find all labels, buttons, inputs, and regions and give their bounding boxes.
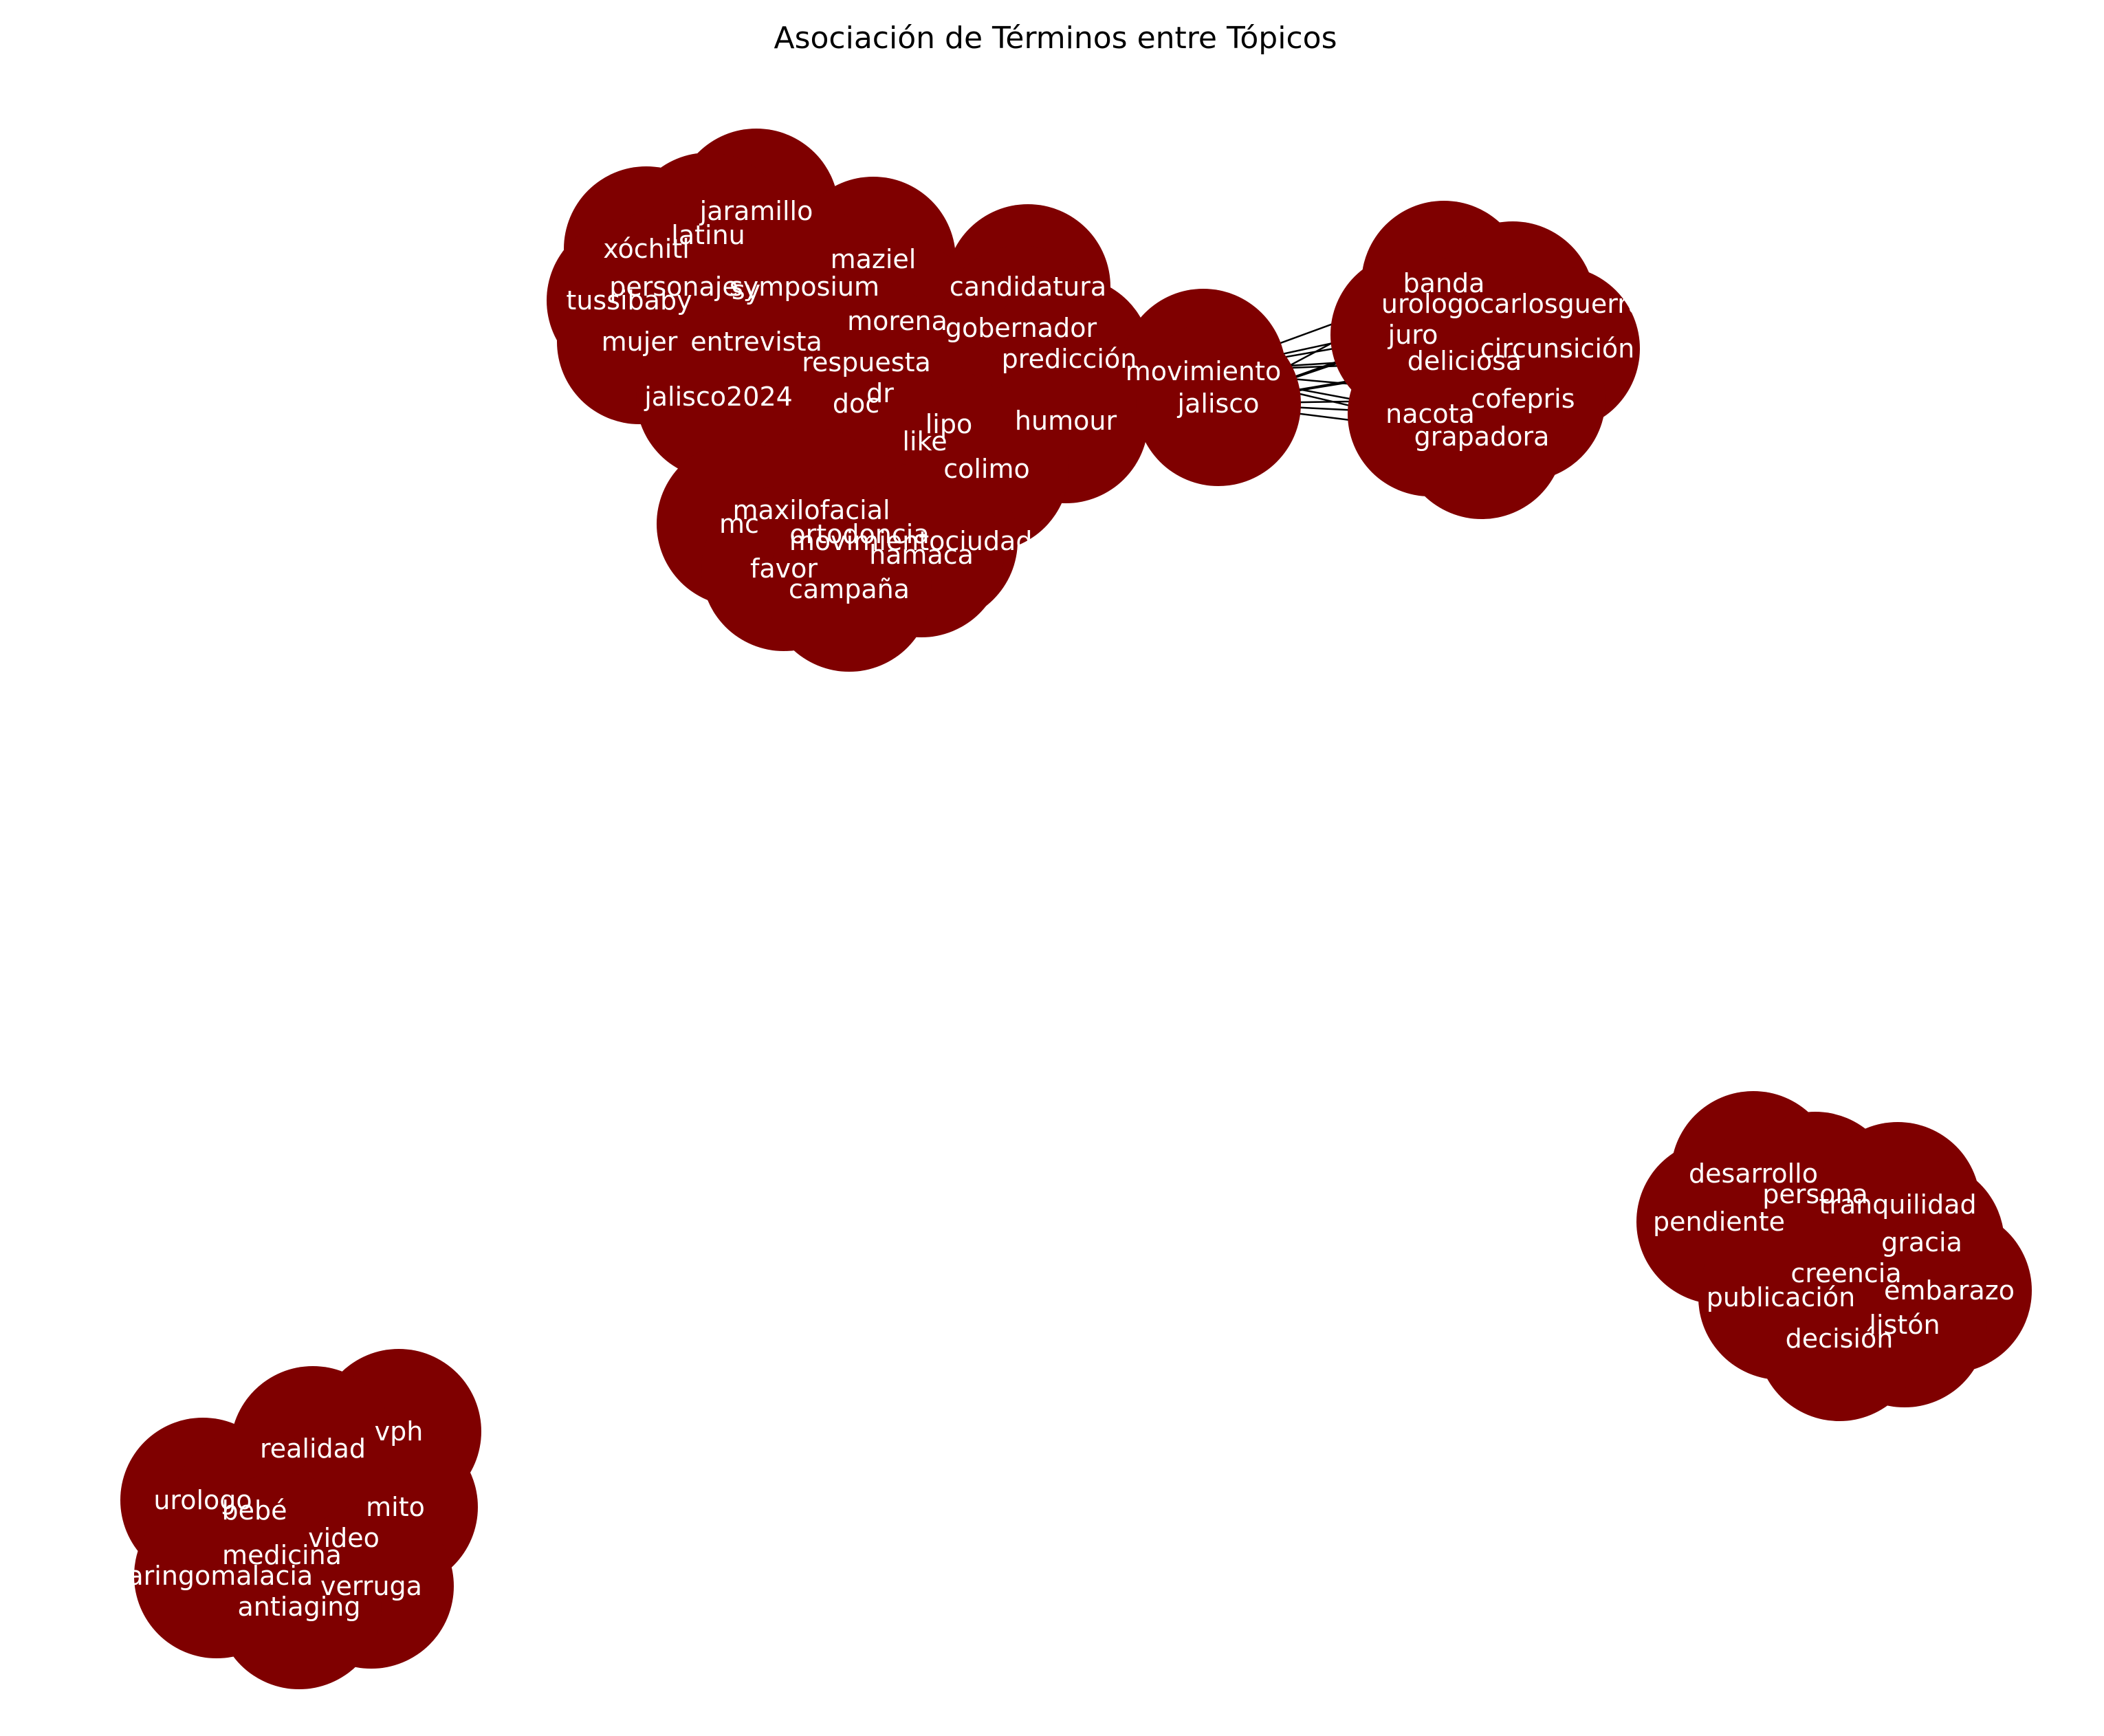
- node-label-4-2: urologo: [153, 1485, 252, 1515]
- node-0-16: [636, 314, 801, 479]
- node-label-3-2: tranquilidad: [1819, 1189, 1976, 1220]
- node-2-7: [1399, 354, 1564, 519]
- node-label-0-16: jalisco2024: [644, 382, 793, 412]
- node-label-0-25: movimientociudadano: [789, 526, 1081, 556]
- node-label-0-15: dr: [866, 378, 894, 408]
- node-label-0-12: entrevista: [690, 327, 822, 357]
- node-label-0-5: sy: [732, 275, 760, 305]
- node-label-3-6: embarazo: [1884, 1275, 2015, 1306]
- node-label-0-8: tussibaby: [566, 285, 692, 316]
- node-label-3-5: creencia: [1790, 1258, 1901, 1288]
- chart-title: Asociación de Términos entre Tópicos: [774, 21, 1337, 56]
- node-label-0-13: predicción: [1002, 344, 1137, 374]
- node-label-2-2: juro: [1388, 320, 1438, 350]
- node-label-0-4: personaje: [609, 272, 738, 302]
- node-label-4-4: bebé: [222, 1495, 287, 1526]
- node-label-3-9: decisión: [1786, 1323, 1894, 1354]
- node-label-0-20: like: [902, 426, 947, 457]
- node-label-0-19: humour: [1015, 406, 1117, 436]
- node-3-9: [1757, 1256, 1922, 1421]
- node-0-28: [767, 507, 932, 672]
- node-label-3-0: desarrollo: [1689, 1158, 1818, 1189]
- node-label-2-5: cofepris: [1471, 384, 1575, 414]
- nodes-layer: [120, 129, 2032, 1689]
- node-label-0-18: lipo: [925, 409, 973, 439]
- node-label-0-22: maxilofacial: [732, 495, 890, 525]
- node-label-1-0: movimiento: [1126, 356, 1282, 386]
- node-label-4-9: antiaging: [238, 1592, 361, 1622]
- node-label-4-8: verruga: [320, 1571, 422, 1601]
- node-label-4-6: medicina: [222, 1540, 342, 1570]
- node-label-1-1: jalisco: [1177, 388, 1260, 419]
- node-label-0-2: xóchitl: [603, 234, 690, 264]
- node-label-0-10: gobernador: [945, 313, 1097, 343]
- node-label-4-0: vph: [375, 1416, 424, 1447]
- node-label-3-7: publicación: [1707, 1282, 1855, 1312]
- node-label-2-1: urologocarlosguerra: [1381, 289, 1644, 319]
- node-label-0-6: symposium: [730, 272, 879, 302]
- node-label-0-9: morena: [847, 306, 947, 336]
- node-label-4-5: video: [308, 1523, 380, 1553]
- node-label-0-14: respuesta: [802, 347, 931, 377]
- node-label-0-23: mc: [719, 509, 759, 539]
- node-label-2-7: grapadora: [1414, 421, 1550, 452]
- node-label-0-24: ortodoncia: [789, 519, 929, 549]
- node-label-2-3: circunsición: [1480, 333, 1634, 364]
- node-label-0-3: maziel: [831, 244, 917, 274]
- node-label-2-4: deliciosa: [1407, 346, 1522, 376]
- node-4-9: [217, 1524, 382, 1689]
- node-1-1: [1136, 321, 1301, 486]
- node-label-3-3: pendiente: [1653, 1207, 1785, 1237]
- node-label-0-0: jaramillo: [699, 196, 813, 226]
- node-label-4-3: mito: [366, 1492, 425, 1522]
- node-label-0-27: favor: [750, 553, 818, 584]
- node-label-4-7: laringomalacia: [120, 1561, 313, 1591]
- node-label-0-26: hamaca: [869, 540, 974, 570]
- node-label-2-6: nacota: [1385, 399, 1475, 429]
- node-label-2-0: banda: [1403, 268, 1485, 298]
- node-label-0-11: mujer: [602, 327, 678, 357]
- node-label-4-1: realidad: [260, 1433, 366, 1464]
- node-label-3-8: listón: [1869, 1310, 1940, 1340]
- node-label-0-21: colimo: [943, 454, 1030, 484]
- node-label-0-28: campaña: [789, 574, 910, 604]
- node-label-0-7: candidatura: [950, 272, 1106, 302]
- node-label-3-1: persona: [1762, 1179, 1868, 1209]
- node-label-0-1: latinu: [671, 220, 745, 250]
- node-label-0-17: doc: [833, 388, 879, 419]
- node-label-3-4: gracia: [1881, 1227, 1962, 1257]
